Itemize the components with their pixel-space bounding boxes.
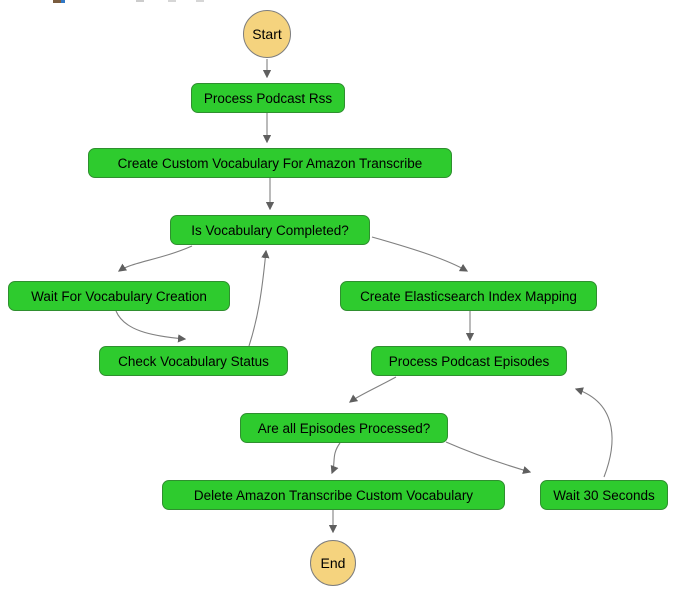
node-process-podcast-rss[interactable]: Process Podcast Rss bbox=[191, 83, 345, 113]
node-is-vocabulary-completed[interactable]: Is Vocabulary Completed? bbox=[170, 215, 370, 245]
clipped-ui-fragment bbox=[136, 0, 144, 2]
node-are-all-episodes-processed[interactable]: Are all Episodes Processed? bbox=[240, 413, 448, 443]
node-start[interactable]: Start bbox=[243, 10, 291, 58]
edge-check-status-is-completed bbox=[248, 249, 270, 347]
edge-wait30-process-episodes bbox=[574, 387, 613, 478]
edge-are-all-delete-vocab bbox=[330, 442, 341, 475]
node-create-custom-vocabulary[interactable]: Create Custom Vocabulary For Amazon Tran… bbox=[88, 148, 452, 178]
node-delete-amazon-transcribe-custom-vocabulary[interactable]: Delete Amazon Transcribe Custom Vocabula… bbox=[162, 480, 505, 510]
clipped-ui-fragment bbox=[53, 0, 63, 3]
edge-are-all-wait30 bbox=[445, 441, 532, 474]
node-wait-30-seconds[interactable]: Wait 30 Seconds bbox=[540, 480, 668, 510]
clipped-ui-fragment bbox=[196, 0, 204, 2]
node-wait-for-vocabulary-creation[interactable]: Wait For Vocabulary Creation bbox=[8, 281, 230, 311]
clipped-ui-fragment bbox=[61, 0, 65, 3]
node-check-vocabulary-status[interactable]: Check Vocabulary Status bbox=[99, 346, 288, 376]
node-create-elasticsearch-index-mapping[interactable]: Create Elasticsearch Index Mapping bbox=[340, 281, 597, 311]
node-end[interactable]: End bbox=[310, 540, 356, 586]
edge-is-completed-create-es bbox=[371, 236, 469, 272]
edge-process-episodes-are-all bbox=[349, 376, 397, 403]
edge-is-completed-wait-vocab bbox=[117, 245, 193, 272]
node-process-podcast-episodes[interactable]: Process Podcast Episodes bbox=[371, 346, 567, 376]
edge-wait-vocab-check-status bbox=[115, 310, 187, 343]
clipped-ui-fragment bbox=[168, 0, 176, 2]
